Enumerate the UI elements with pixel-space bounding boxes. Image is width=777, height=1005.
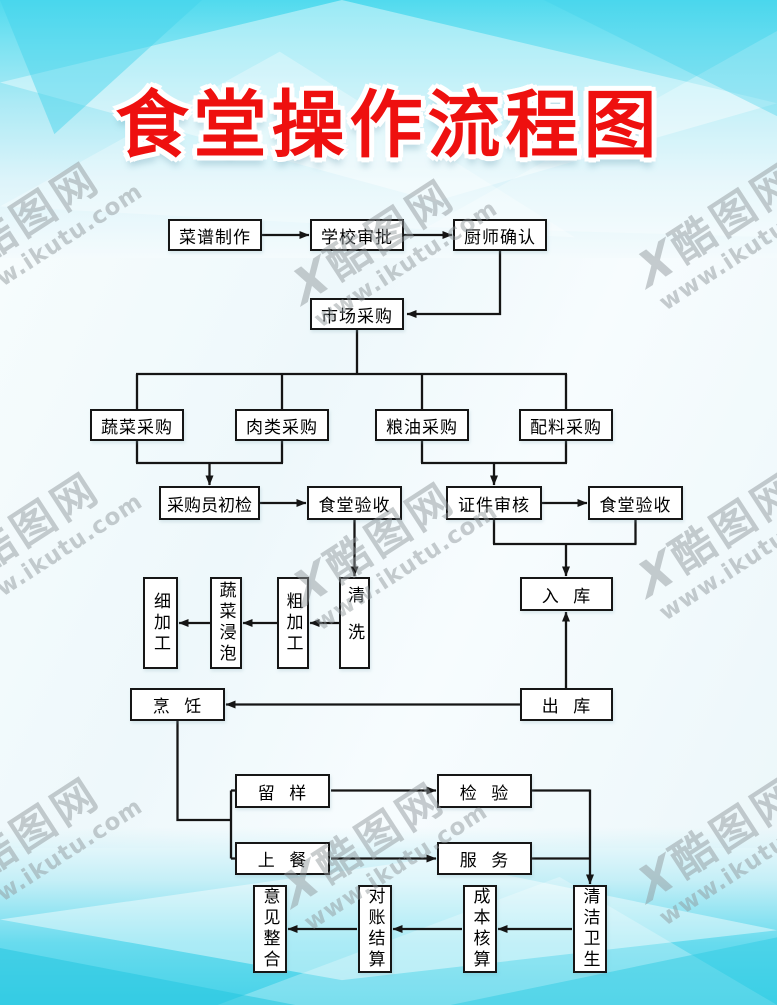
node-warehouse-out: 出 库 [520,688,613,721]
node-cooking: 烹 饪 [130,688,225,721]
connector-cooking-feeder [176,721,231,822]
node-buyer-initial-check: 采购员初检 [159,486,260,520]
node-washing: 清洗 [339,577,370,669]
node-vegetable-purchase: 蔬菜采购 [90,409,184,441]
node-chef-confirm: 厨师确认 [453,219,547,251]
node-warehouse-in: 入 库 [520,577,613,611]
node-canteen-acceptance-right: 食堂验收 [588,486,683,520]
node-vegetable-soaking: 蔬菜浸泡 [210,577,242,669]
node-reconciliation-settlement: 对账结算 [358,885,392,973]
node-inspection: 检 验 [437,774,532,808]
node-cleaning-hygiene: 清洁卫生 [573,885,607,973]
node-service: 服 务 [437,842,532,875]
background-middle [0,258,777,848]
node-cost-accounting: 成本核算 [463,885,497,973]
background-wave-bottom [0,827,777,1005]
node-sample-retention: 留 样 [235,774,330,808]
node-rough-processing: 粗加工 [277,577,309,669]
node-school-approval: 学校审批 [310,219,404,251]
node-menu-design: 菜谱制作 [168,219,262,251]
node-certificate-review: 证件审核 [446,486,542,520]
connector-chef-to-market [406,251,502,318]
node-meal-serving: 上 餐 [235,842,330,875]
node-ingredient-purchase: 配料采购 [519,409,613,441]
node-feedback-integration: 意见整合 [253,885,287,973]
node-fine-processing: 细加工 [143,577,178,669]
node-market-purchase: 市场采购 [310,298,404,330]
page-title: 食堂操作流程图 [115,83,662,168]
node-canteen-acceptance-left: 食堂验收 [307,486,402,520]
node-grain-oil-purchase: 粮油采购 [375,409,469,441]
node-meat-purchase: 肉类采购 [235,409,329,441]
background-wave-top [0,0,777,258]
